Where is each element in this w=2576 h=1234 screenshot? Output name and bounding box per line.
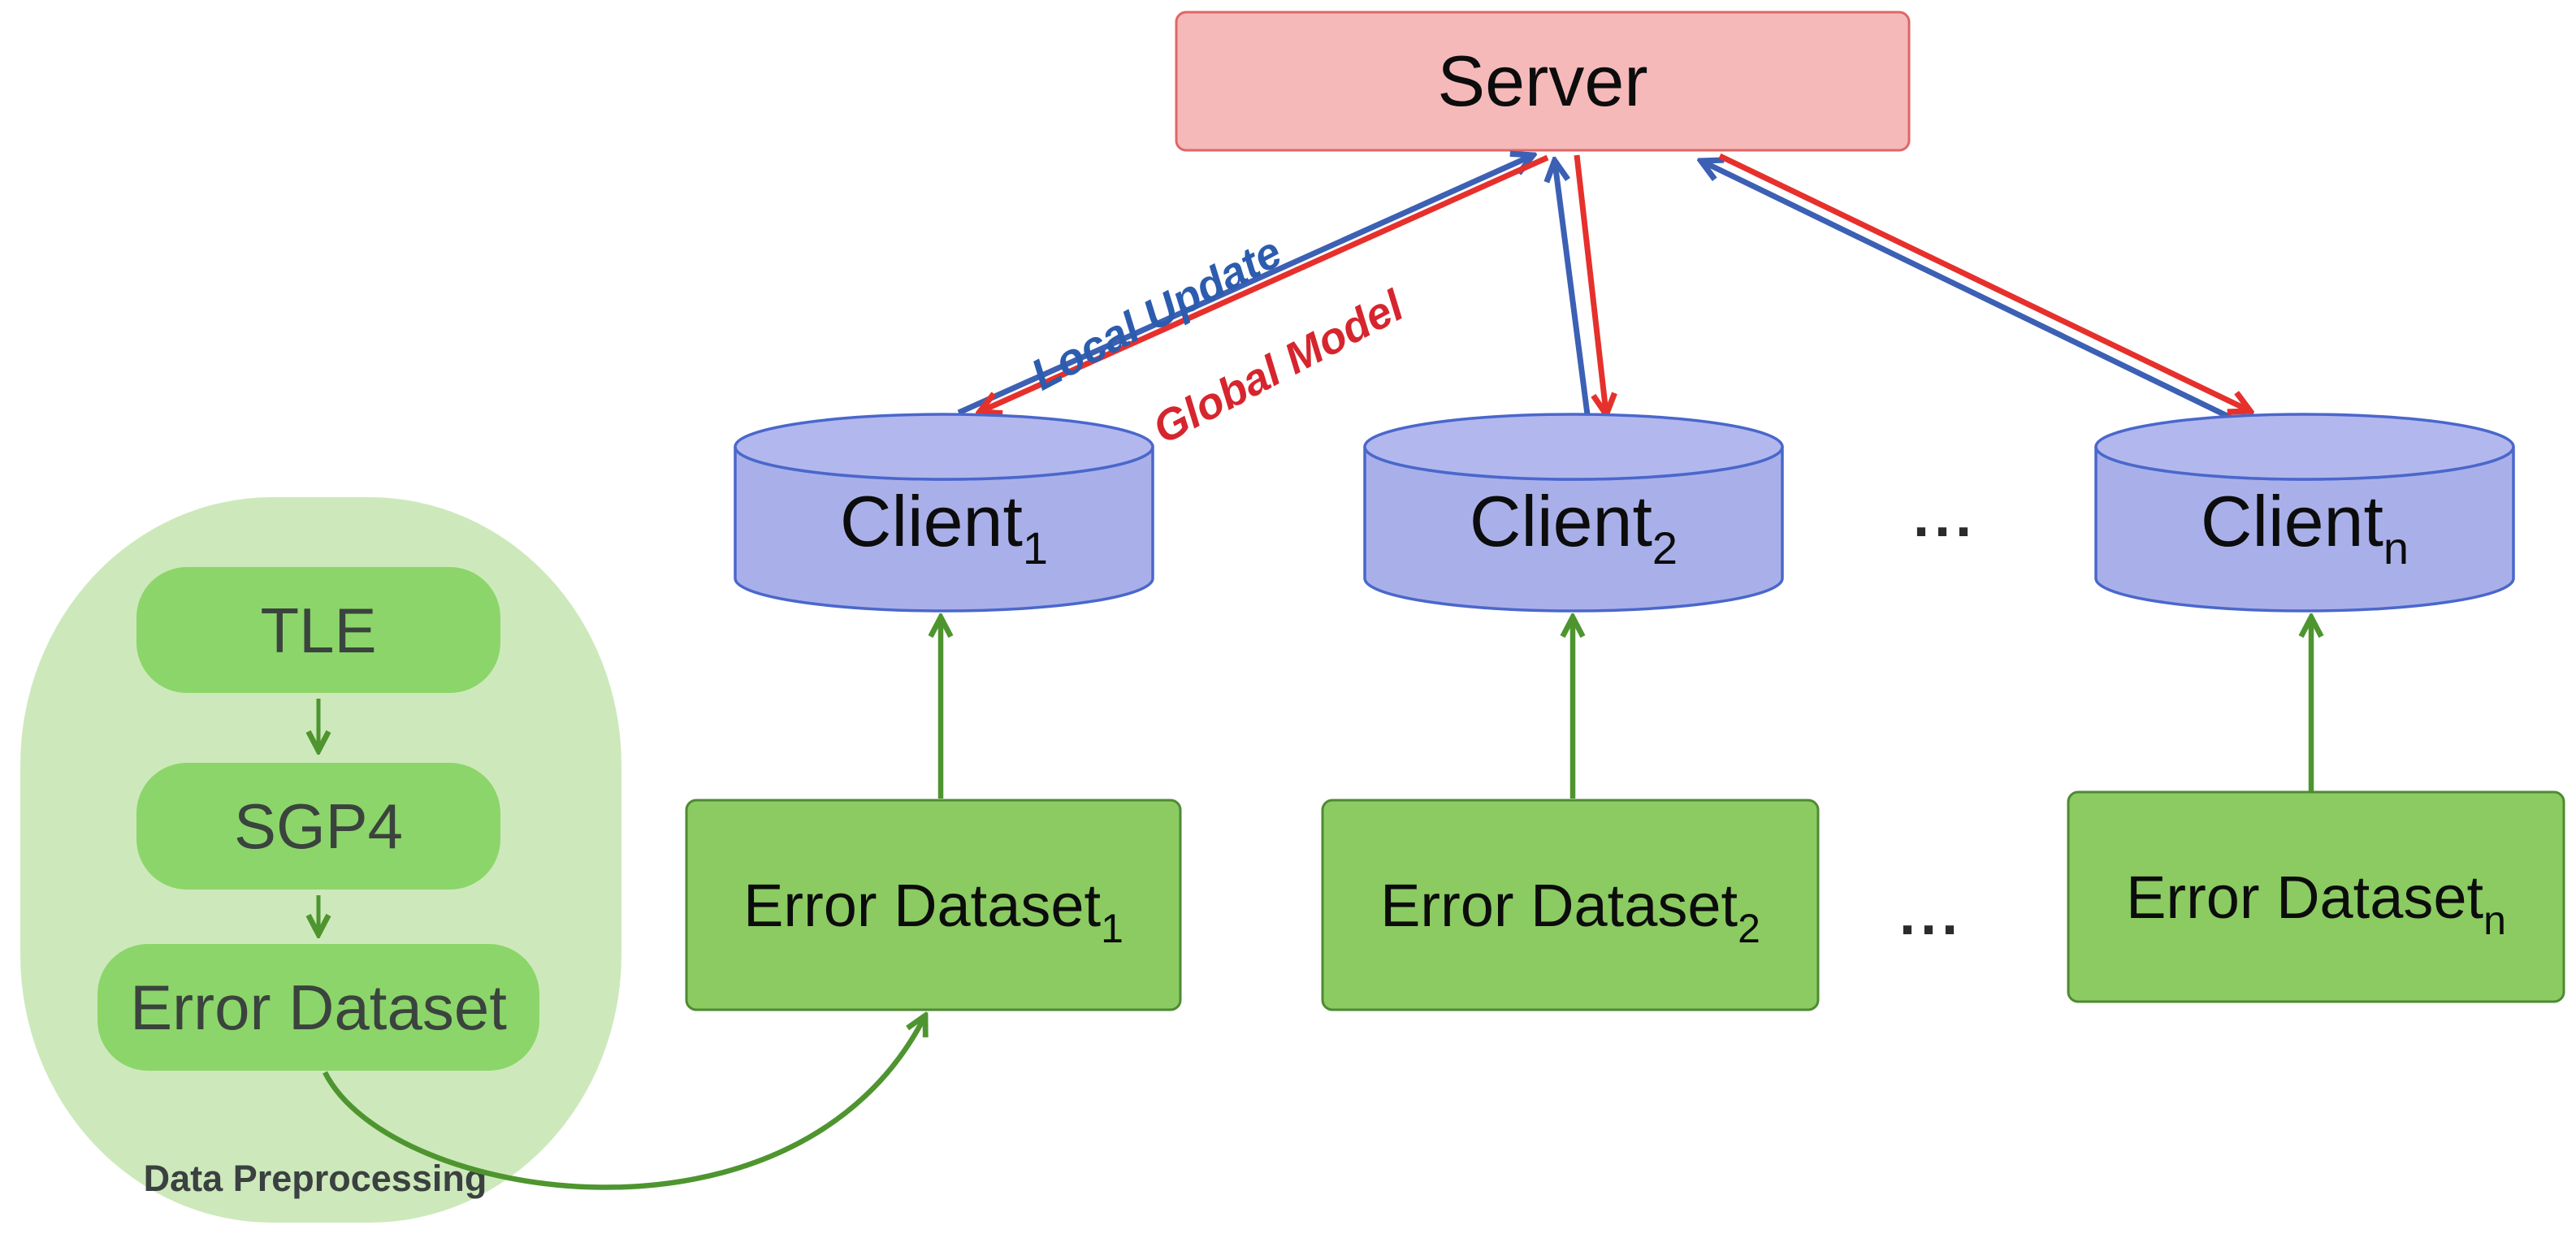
- client-2-label: Client2: [1470, 481, 1678, 574]
- preprocessing-caption: Data Preprocessing: [144, 1158, 487, 1199]
- client-1: Client1: [734, 413, 1154, 613]
- global-model-arrow-client1: [981, 154, 1549, 411]
- client-1-cylinder-top: [734, 413, 1154, 481]
- preprocessing-to-dataset1-arrow: [323, 1017, 924, 1190]
- tle-box: [136, 567, 500, 693]
- dataset-2-box: [1321, 799, 1820, 1011]
- preprocessing-group: TLE SGP4 Error Dataset Data Preprocessin…: [20, 497, 621, 1223]
- client-n-label: Clientn: [2201, 481, 2409, 574]
- sgp4-box: [136, 763, 500, 890]
- clients-ellipsis: ...: [1913, 484, 1976, 549]
- dataset-1: Error Dataset1: [685, 799, 1182, 1011]
- local-update-arrow-clientn: [1703, 162, 2236, 422]
- client-n: Clientn: [2094, 413, 2515, 613]
- server-box: [1175, 11, 1911, 152]
- dataset-n-label: Error Datasetn: [2126, 864, 2506, 943]
- local-update-arrow-client1: [957, 156, 1531, 416]
- server-label: Server: [1437, 41, 1647, 121]
- client-2-cylinder-top: [1363, 413, 1784, 481]
- datasets-ellipsis: ...: [1899, 882, 1963, 947]
- error-dataset-label: Error Dataset: [130, 972, 507, 1043]
- dataset-2-label: Error Dataset2: [1380, 872, 1760, 951]
- dataset-1-box: [685, 799, 1182, 1011]
- error-dataset-box: [97, 944, 539, 1071]
- client-2: Client2: [1363, 413, 1784, 613]
- global-model-arrow-client2: [1574, 154, 1606, 413]
- global-model-arrow-clientn: [1718, 153, 2249, 410]
- server-group: Server: [1175, 11, 1911, 152]
- dataset-n: Error Datasetn: [2067, 790, 2565, 1003]
- sgp4-label: SGP4: [234, 790, 403, 862]
- tle-label: TLE: [260, 595, 376, 666]
- communication-arrows: Local Update Global Model: [957, 153, 2249, 453]
- client-n-cylinder-top: [2094, 413, 2515, 481]
- local-update-arrow-client2: [1555, 162, 1591, 422]
- client-1-label: Client1: [840, 481, 1048, 574]
- dataset-n-box: [2067, 790, 2565, 1003]
- dataset-2: Error Dataset2: [1321, 799, 1820, 1011]
- dataset-1-label: Error Dataset1: [743, 872, 1123, 951]
